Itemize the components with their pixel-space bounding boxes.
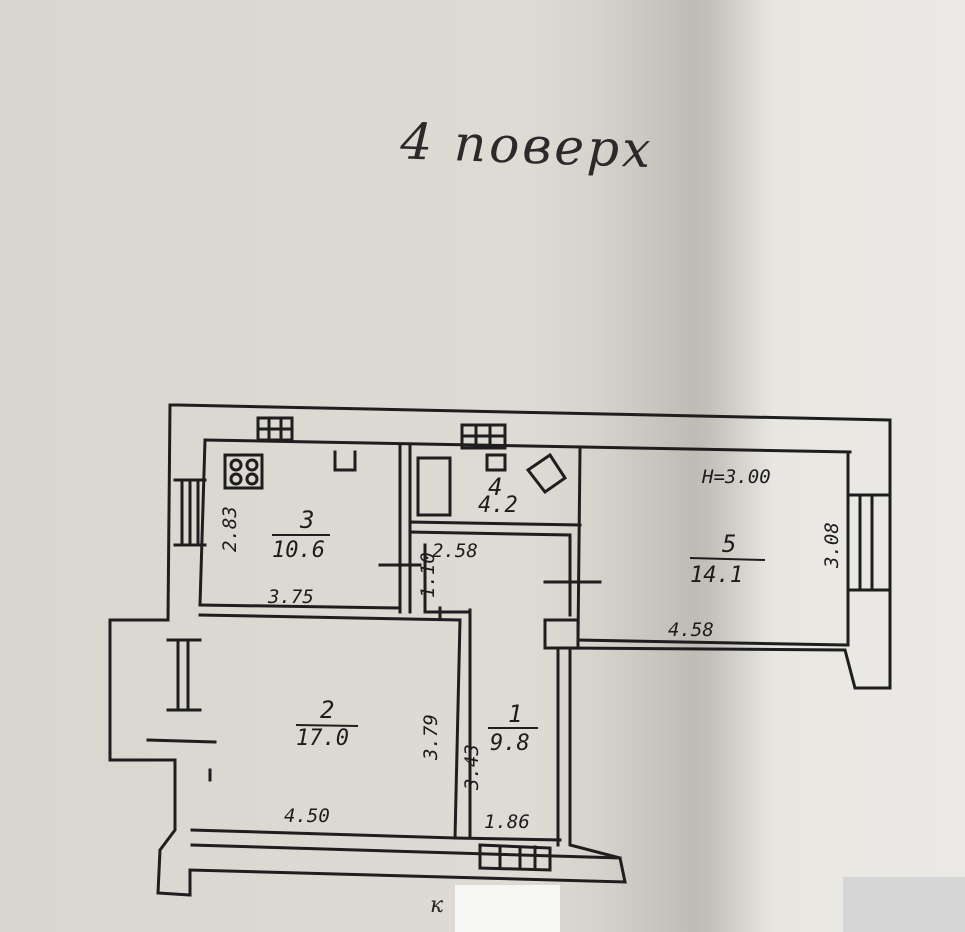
bottom-wall bbox=[190, 843, 622, 860]
door-marks bbox=[146, 563, 602, 782]
corridor-inner bbox=[423, 543, 472, 614]
redaction-patch bbox=[843, 877, 965, 932]
bathtub bbox=[416, 456, 452, 517]
bottom-mark: к bbox=[430, 893, 444, 918]
window-room2 bbox=[166, 638, 202, 712]
vent-center bbox=[460, 423, 507, 450]
room-5-area: 14.1 bbox=[690, 563, 743, 588]
room-3-area: 10.6 bbox=[272, 538, 325, 563]
outer-wall bbox=[108, 403, 892, 897]
dim-room3-width: 3.75 bbox=[267, 586, 314, 608]
sink bbox=[333, 450, 357, 472]
room1-bottom bbox=[453, 836, 562, 842]
room2-box bbox=[190, 613, 462, 840]
dim-room1-height: 3.43 bbox=[461, 744, 483, 791]
room-1-number: 1 bbox=[508, 700, 522, 728]
ceiling-height: H=3.00 bbox=[701, 466, 771, 488]
dim-room5-height: 3.08 bbox=[821, 522, 843, 569]
vent-bath bbox=[485, 453, 507, 472]
room3-bottom bbox=[198, 603, 402, 610]
bottom-grille bbox=[478, 843, 552, 872]
inner-wall-top bbox=[203, 438, 852, 454]
dim-corridor-gap: 1.10 bbox=[417, 552, 439, 598]
dim-room5-width: 4.58 bbox=[668, 619, 714, 641]
room5-bottom bbox=[576, 638, 847, 647]
room3-left bbox=[198, 438, 207, 607]
room5-left bbox=[576, 448, 582, 642]
column bbox=[543, 618, 580, 650]
dim-corridor-width: 2.58 bbox=[432, 540, 478, 562]
room-1-area: 9.8 bbox=[490, 731, 530, 756]
vent-left bbox=[256, 416, 294, 442]
dim-room2-width: 4.50 bbox=[284, 805, 330, 827]
toilet bbox=[525, 452, 568, 495]
room-4-number: 4 bbox=[488, 473, 502, 501]
room-2-number: 2 bbox=[320, 696, 334, 724]
corridor-top bbox=[408, 530, 572, 617]
room-2-area: 17.0 bbox=[296, 726, 349, 751]
bath-bottom bbox=[408, 520, 582, 527]
room-3-number: 3 bbox=[299, 506, 314, 534]
stove bbox=[223, 453, 264, 490]
dim-room1-width: 1.86 bbox=[484, 811, 530, 833]
room-5-number: 5 bbox=[722, 530, 736, 558]
window-room5 bbox=[846, 493, 892, 592]
window-room3 bbox=[173, 478, 207, 547]
dim-room2-height: 3.79 bbox=[420, 714, 442, 761]
dim-room3-height: 2.83 bbox=[219, 506, 241, 552]
redaction-patch bbox=[455, 885, 560, 932]
room-4-area: 4.2 bbox=[478, 493, 518, 518]
shadow bbox=[600, 0, 780, 932]
